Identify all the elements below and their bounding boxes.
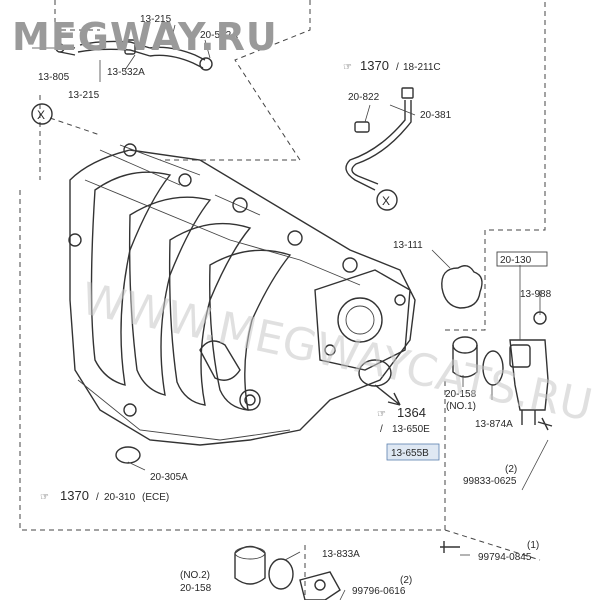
dashed-leader-x — [49, 117, 101, 136]
bottom-sensor — [299, 571, 341, 600]
svg-text:1364: 1364 — [397, 405, 426, 420]
top-left-hose-assembly — [55, 39, 213, 71]
x-marker-left: X — [31, 103, 53, 125]
bolt-99833 — [537, 417, 553, 431]
bolt-99794 — [440, 541, 460, 553]
label-99794-0845: 99794-0845 — [478, 552, 532, 563]
svg-text:18-211C: 18-211C — [403, 62, 441, 73]
label-20-532a: 20-532A — [200, 30, 238, 41]
svg-text:13-650E: 13-650E — [392, 424, 430, 435]
svg-text:/: / — [96, 492, 99, 503]
label-20-130: 20-130 — [500, 255, 532, 266]
label-qty-2-a: (2) — [505, 464, 517, 475]
box-20-130 — [496, 251, 548, 267]
highlight-13-655b — [386, 443, 440, 461]
seal-20-158-no2 — [234, 545, 266, 585]
label-13-874a: 13-874A — [475, 419, 513, 430]
svg-text:X: X — [382, 194, 390, 208]
svg-text:X: X — [37, 108, 45, 122]
label-13-655b: 13-655B — [391, 448, 429, 459]
label-99833-0625: 99833-0625 — [463, 476, 517, 487]
vacuum-hose — [345, 87, 414, 191]
label-13-532a: 13-532A — [107, 67, 145, 78]
book-icon: ☞ — [343, 62, 352, 73]
svg-text:20-310: 20-310 — [104, 492, 136, 503]
label-13-833a: 13-833A — [322, 549, 360, 560]
label-13-111: 13-111 — [393, 240, 423, 251]
svg-text:☞: ☞ — [377, 409, 386, 420]
svg-text:/: / — [380, 424, 383, 435]
label-13-988: 13-988 — [520, 289, 552, 300]
label-20-158-no1: 20-158 — [445, 389, 477, 400]
label-qty-1: (1) — [527, 540, 539, 551]
label-13-215: 13-215 — [68, 90, 100, 101]
gasket-13-111 — [441, 265, 483, 309]
svg-text:/: / — [396, 62, 399, 73]
intake-manifold-body — [68, 143, 416, 446]
dashed-boundary-bottom — [304, 529, 541, 600]
leader-lines — [32, 24, 549, 600]
o-ring-right — [482, 350, 504, 386]
seal-20-158-no1 — [452, 336, 478, 378]
gasket-20-305a — [115, 446, 141, 464]
label-99796-0616: 99796-0616 — [352, 586, 406, 597]
label-20-158-no2: 20-158 — [180, 583, 212, 594]
svg-text:(ECE): (ECE) — [142, 492, 169, 503]
label-20-381: 20-381 — [420, 110, 452, 121]
ref-1370-18-211c: ☞ 1370 / 18-211C — [343, 58, 441, 73]
label-no1: (NO.1) — [446, 401, 476, 412]
dashed-boundary-main — [19, 0, 546, 531]
svg-text:☞: ☞ — [40, 492, 49, 503]
ref-1364-13-650e: ☞ 1364 / 13-650E — [377, 405, 430, 435]
svg-text:1370: 1370 — [360, 58, 389, 73]
label-20-822: 20-822 — [348, 92, 380, 103]
label-20-305a: 20-305A — [150, 472, 188, 483]
label-no2: (NO.2) — [180, 570, 210, 581]
ref-1370-20-310: ☞ 1370 / 20-310 (ECE) — [40, 488, 169, 503]
o-ring-13-650e — [358, 359, 392, 387]
label-13-215-top: 13-215 — [140, 14, 172, 25]
arrow-1364 — [374, 384, 401, 406]
watermark-diagonal: WWW.MEGWAYCATS.RU — [77, 273, 597, 431]
dashed-boundary-top — [54, 0, 311, 161]
label-13-805: 13-805 — [38, 72, 70, 83]
x-marker-right: X — [376, 189, 398, 211]
label-qty-2-b: (2) — [400, 575, 412, 586]
watermark-brand: MEGWAY.RU — [12, 15, 278, 59]
o-ring-13-833a — [268, 558, 294, 590]
svg-text:1370: 1370 — [60, 488, 89, 503]
